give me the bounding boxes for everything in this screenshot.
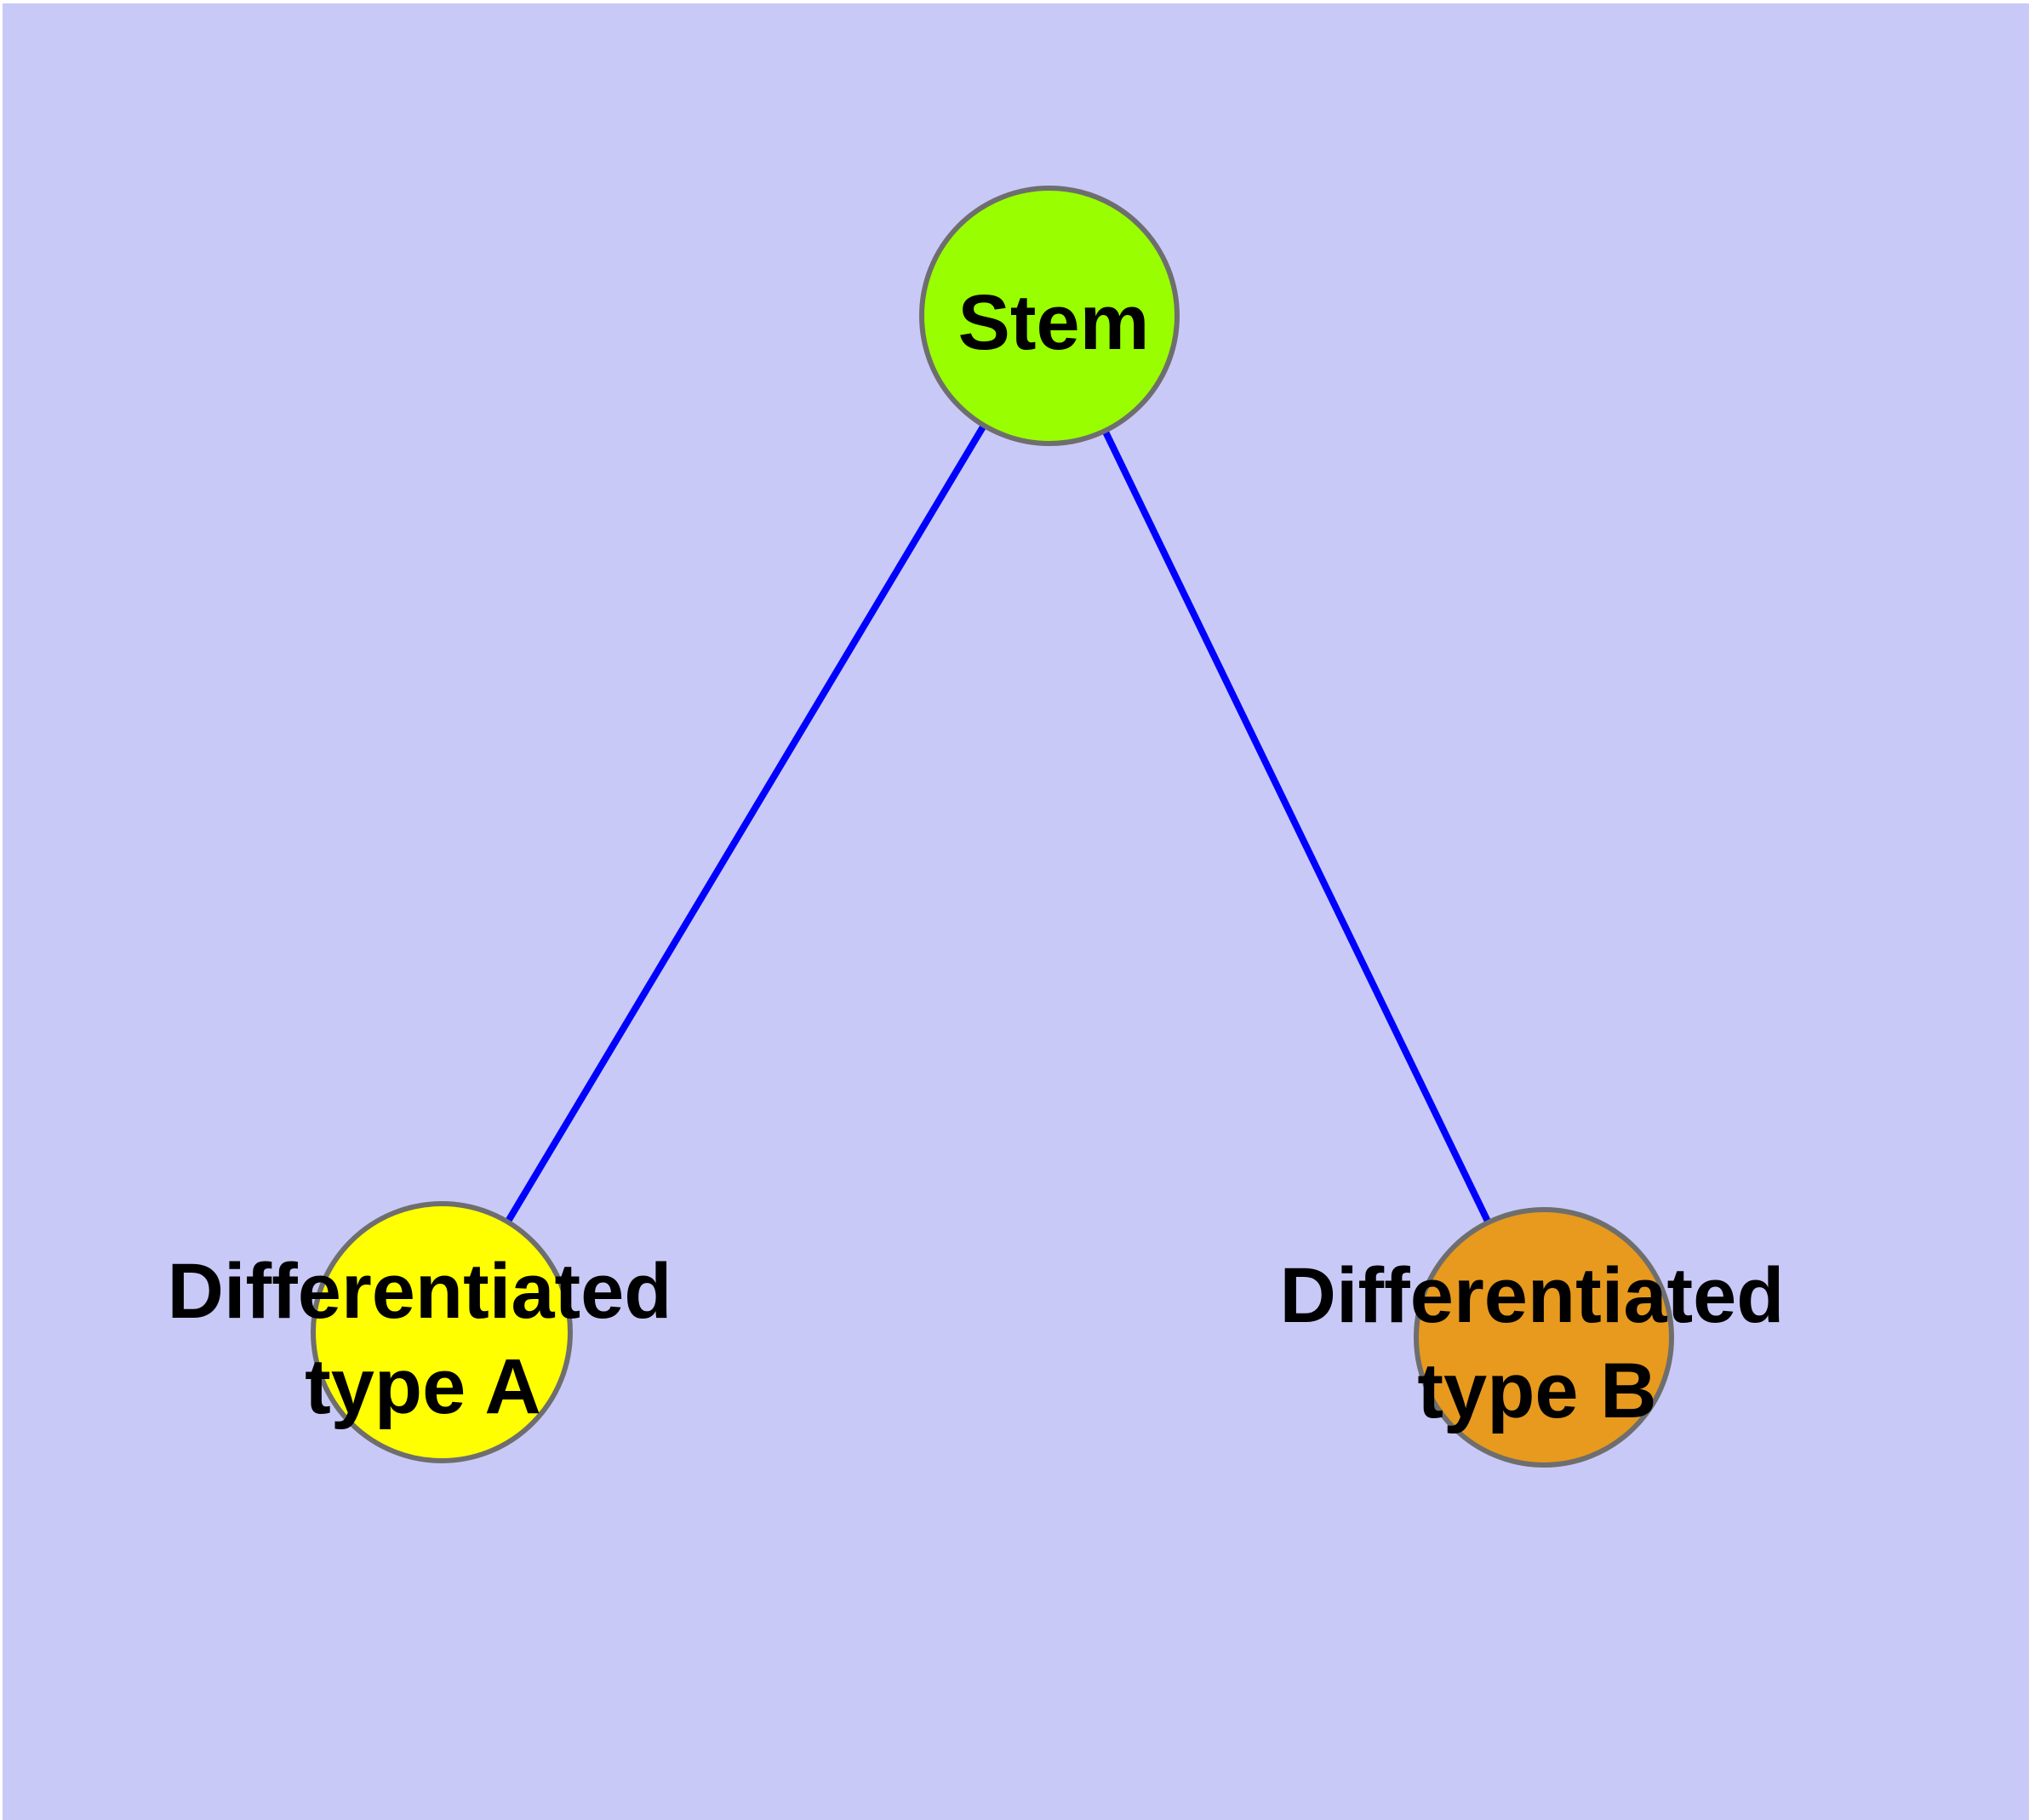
node-type-a-label-line1: Differentiated (168, 1248, 672, 1335)
node-stem-label: Stem (958, 279, 1150, 366)
edge-stem-to-type-a (438, 313, 1053, 1335)
node-type-a-label-line2: type A (305, 1343, 541, 1430)
edge-stem-to-type-b (1046, 314, 1547, 1339)
node-differentiated-type-b (1414, 1207, 1674, 1468)
node-labels: Stem Differentiated type A Differentiate… (168, 279, 1785, 1434)
node-type-b-label-line2: type B (1417, 1348, 1656, 1434)
node-differentiated-type-a (311, 1201, 573, 1463)
node-stem (919, 186, 1180, 446)
edges (438, 313, 1547, 1339)
node-type-b-label-line1: Differentiated (1280, 1252, 1785, 1339)
nodes (311, 186, 1674, 1468)
